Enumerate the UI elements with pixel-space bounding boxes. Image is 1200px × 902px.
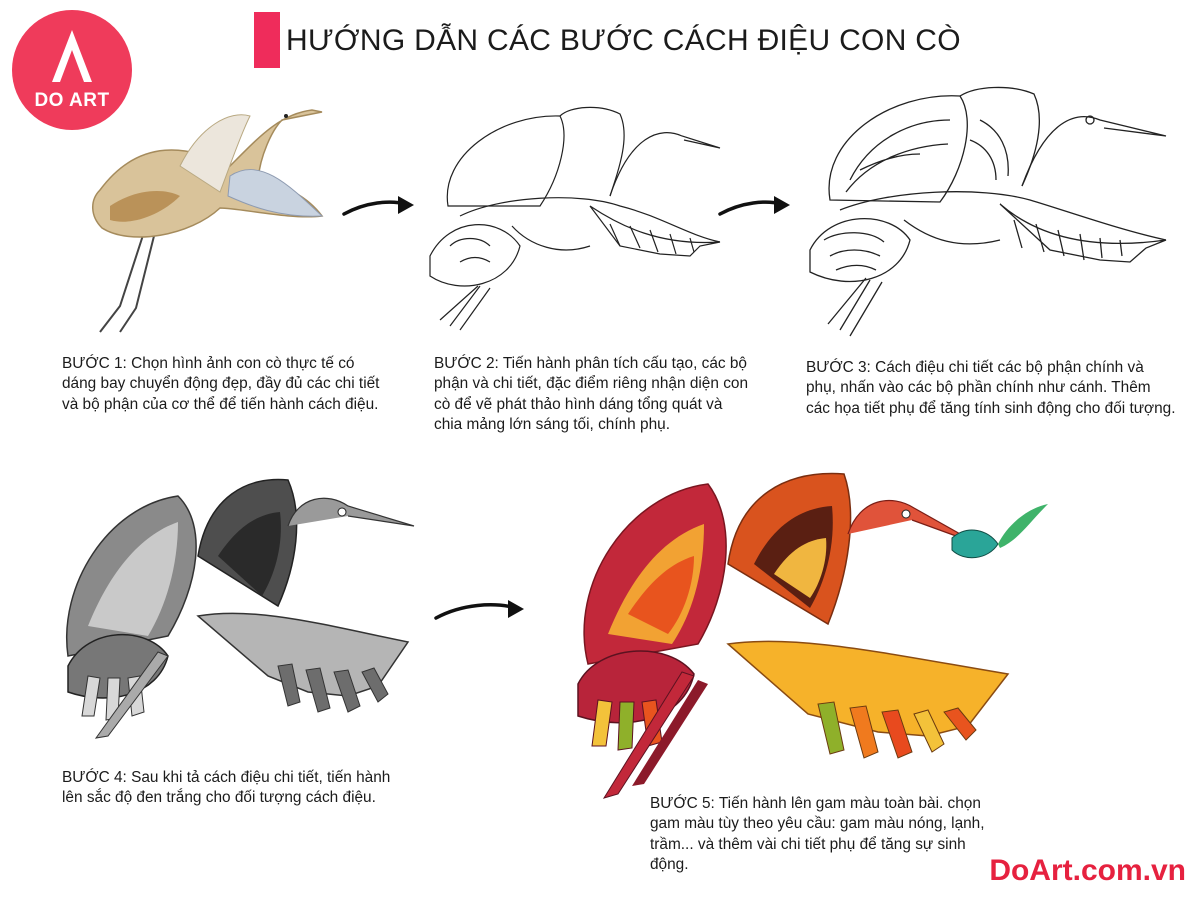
page-title: HƯỚNG DẪN CÁC BƯỚC CÁCH ĐIỆU CON CÒ — [286, 24, 961, 57]
arrow-right-icon — [434, 600, 524, 620]
step2-text: BƯỚC 2: Tiến hành phân tích cấu tạo, các… — [434, 355, 749, 434]
arrow-right-icon — [718, 196, 790, 216]
step3-text: BƯỚC 3: Cách điệu chi tiết các bộ phận c… — [806, 359, 1176, 417]
step4-grayscale-heron — [66, 478, 415, 739]
step3-detailed-linework — [809, 86, 1167, 337]
step2-sketch — [429, 106, 721, 331]
step5-text: BƯỚC 5: Tiến hành lên gam màu toàn bài. … — [650, 795, 985, 874]
step1-egret-photo — [92, 109, 324, 333]
doart-logo[interactable]: DO ART — [12, 10, 132, 130]
logo-text: DO ART — [34, 90, 110, 111]
title-accent-bar — [254, 12, 280, 68]
arrow-right-icon — [342, 196, 414, 216]
step5-colored-heron — [577, 472, 1048, 799]
logo-icon — [52, 30, 92, 82]
step1-text: BƯỚC 1: Chọn hình ảnh con cò thực tế có … — [62, 355, 380, 413]
website-brand-link[interactable]: DoArt.com.vn — [989, 854, 1186, 887]
step4-text: BƯỚC 4: Sau khi tả cách điệu chi tiết, t… — [62, 769, 391, 807]
